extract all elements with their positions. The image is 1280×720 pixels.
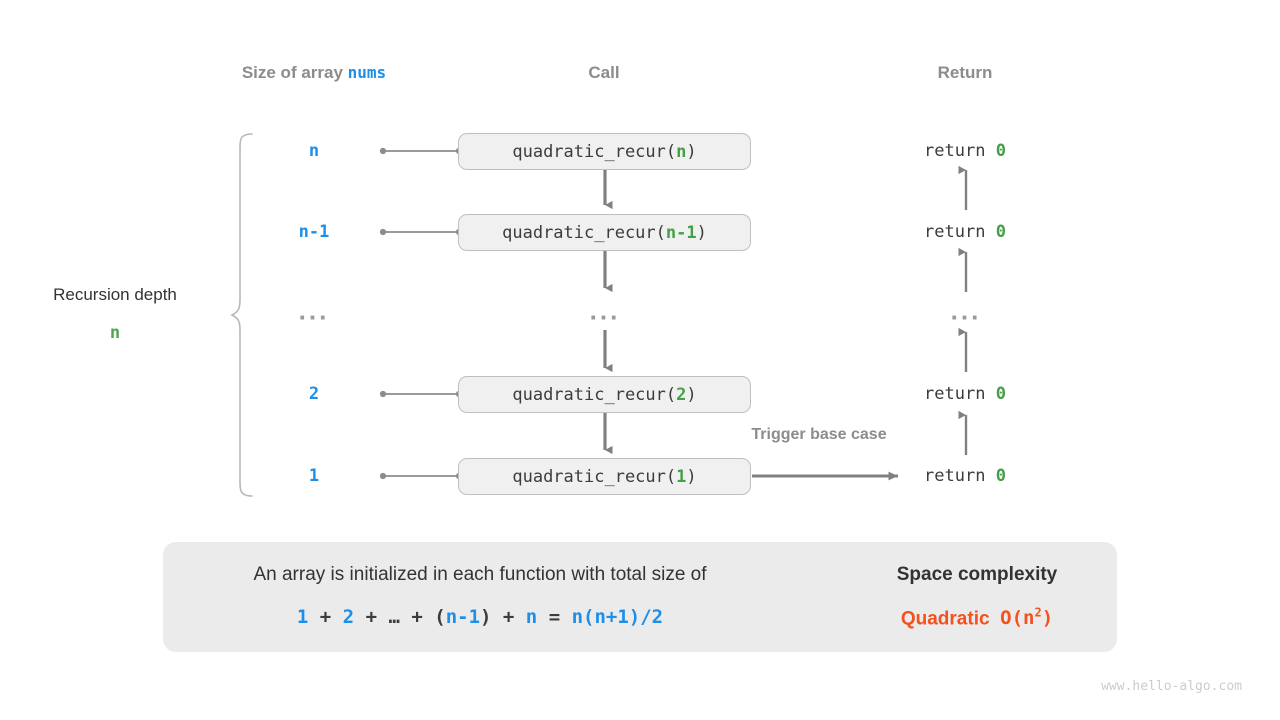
call-text: quadratic_recur( (512, 466, 677, 487)
banner-formula: 1 + 2 + … + (n-1) + n = n(n+1)/2 (297, 606, 663, 628)
call-suffix: ) (686, 466, 697, 487)
call-arg: n (676, 141, 687, 162)
banner-description: An array is initialized in each function… (253, 564, 707, 585)
call-text: quadratic_recur( (502, 222, 666, 243)
size-label-row-3: 2 (308, 384, 320, 404)
formula-parts: 1 + 2 + … + (n-1) + n = n(n+1)/2 (297, 606, 663, 628)
big-o-notation: O(n2) (1000, 606, 1054, 630)
size-label-row-0: n (308, 141, 320, 161)
call-arg: 1 (676, 466, 687, 487)
formula-token: … (388, 606, 400, 628)
big-o-prefix: O(n (1000, 607, 1035, 630)
header-size-text: Size of array (241, 63, 348, 82)
big-o-exponent: 2 (1034, 606, 1042, 620)
space-complexity-value: Quadratic O(n2) (901, 606, 1053, 630)
big-o-suffix: ) (1041, 607, 1054, 630)
return-value: 0 (995, 384, 1006, 404)
summary-banner (163, 542, 1117, 652)
header-call: Call (588, 63, 620, 82)
formula-token: 1 (296, 606, 309, 628)
formula-token: ( (434, 606, 446, 628)
return-value: 0 (995, 466, 1006, 486)
return-label-row-4: return 0 (924, 466, 1006, 486)
call-box-row-4[interactable]: quadratic_recur(1) (458, 458, 751, 495)
header-return: Return (937, 63, 993, 82)
formula-token: 2 (342, 606, 355, 628)
call-suffix: ) (686, 384, 697, 405)
formula-token: = (537, 606, 572, 628)
call-ellipsis-row-2: ... (589, 295, 621, 326)
call-arg: 2 (676, 384, 687, 405)
formula-token: + (491, 606, 526, 628)
formula-token: ) (480, 606, 492, 628)
return-value: 0 (995, 222, 1006, 242)
formula-token: n-1 (445, 606, 481, 628)
space-complexity-title: Space complexity (896, 564, 1058, 585)
return-value: 0 (995, 141, 1006, 161)
return-label-row-1: return 0 (924, 222, 1006, 242)
size-label-row-4: 1 (308, 466, 320, 486)
size-connectors (379, 147, 463, 480)
header-size-nums: nums (347, 63, 387, 82)
call-suffix: ) (686, 141, 697, 162)
return-label-row-3: return 0 (924, 384, 1006, 404)
call-box-row-1[interactable]: quadratic_recur(n-1) (458, 214, 751, 251)
formula-token: + (354, 606, 389, 628)
formula-token: + (308, 606, 343, 628)
complexity-label: Quadratic (900, 608, 990, 630)
return-text: return (924, 384, 996, 404)
return-label-row-0: return 0 (924, 141, 1006, 161)
call-text: quadratic_recur( (512, 141, 677, 162)
size-ellipsis-row-2: ... (298, 295, 330, 326)
call-box-row-3[interactable]: quadratic_recur(2) (458, 376, 751, 413)
return-ellipsis-row-2: ... (950, 295, 982, 326)
return-text: return (924, 466, 996, 486)
header-size-of-array: Size of array nums (242, 63, 386, 83)
return-text: return (924, 222, 996, 242)
trigger-base-case-note: Trigger base case (751, 426, 887, 443)
return-text: return (924, 141, 996, 161)
call-arg: n-1 (665, 222, 697, 243)
recursion-depth-label: Recursion depth (53, 285, 177, 304)
call-suffix: ) (696, 222, 707, 243)
formula-token: n (525, 606, 538, 628)
watermark: www.hello-algo.com (1101, 679, 1242, 694)
call-text: quadratic_recur( (512, 384, 677, 405)
formula-token: n(n+1)/2 (571, 606, 664, 628)
recursion-depth-value: n (109, 323, 121, 343)
call-box-row-0[interactable]: quadratic_recur(n) (458, 133, 751, 170)
formula-token: + (399, 606, 435, 628)
size-label-row-1: n-1 (298, 222, 330, 242)
recursion-depth-brace (230, 133, 253, 497)
